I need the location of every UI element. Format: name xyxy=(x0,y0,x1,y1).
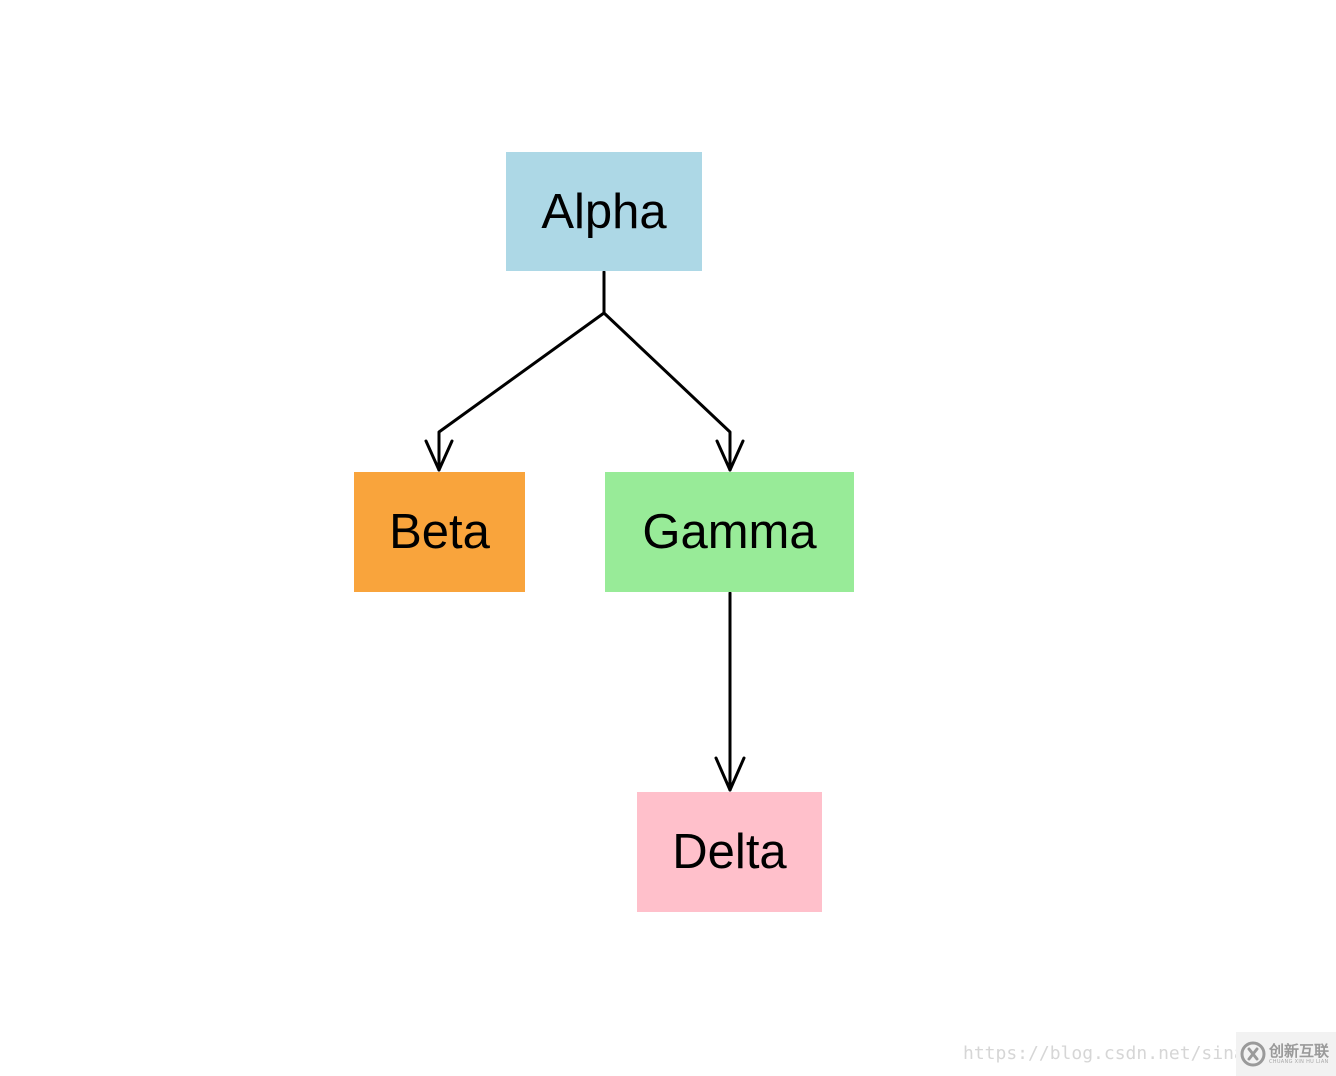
edge-gamma-delta xyxy=(714,591,746,792)
node-gamma: Gamma xyxy=(605,472,854,592)
watermark-logo: 创新互联 CHUANG XIN HU LIAN xyxy=(1236,1032,1336,1076)
cx-logo-icon xyxy=(1240,1041,1266,1067)
node-alpha: Alpha xyxy=(506,152,702,271)
node-beta: Beta xyxy=(354,472,525,592)
node-delta-label: Delta xyxy=(672,825,787,879)
node-alpha-label: Alpha xyxy=(541,184,667,239)
watermark-logo-text: 创新互联 xyxy=(1269,1041,1330,1060)
watermark-logo-subtext: CHUANG XIN HU LIAN xyxy=(1269,1058,1329,1065)
watermark-url: https://blog.csdn.net/sinat xyxy=(963,1043,1256,1064)
edge-alpha-gamma xyxy=(602,311,745,472)
node-gamma-label: Gamma xyxy=(642,505,817,559)
node-delta: Delta xyxy=(637,792,822,912)
node-beta-label: Beta xyxy=(389,505,490,559)
edge-alpha-beta xyxy=(424,270,606,472)
